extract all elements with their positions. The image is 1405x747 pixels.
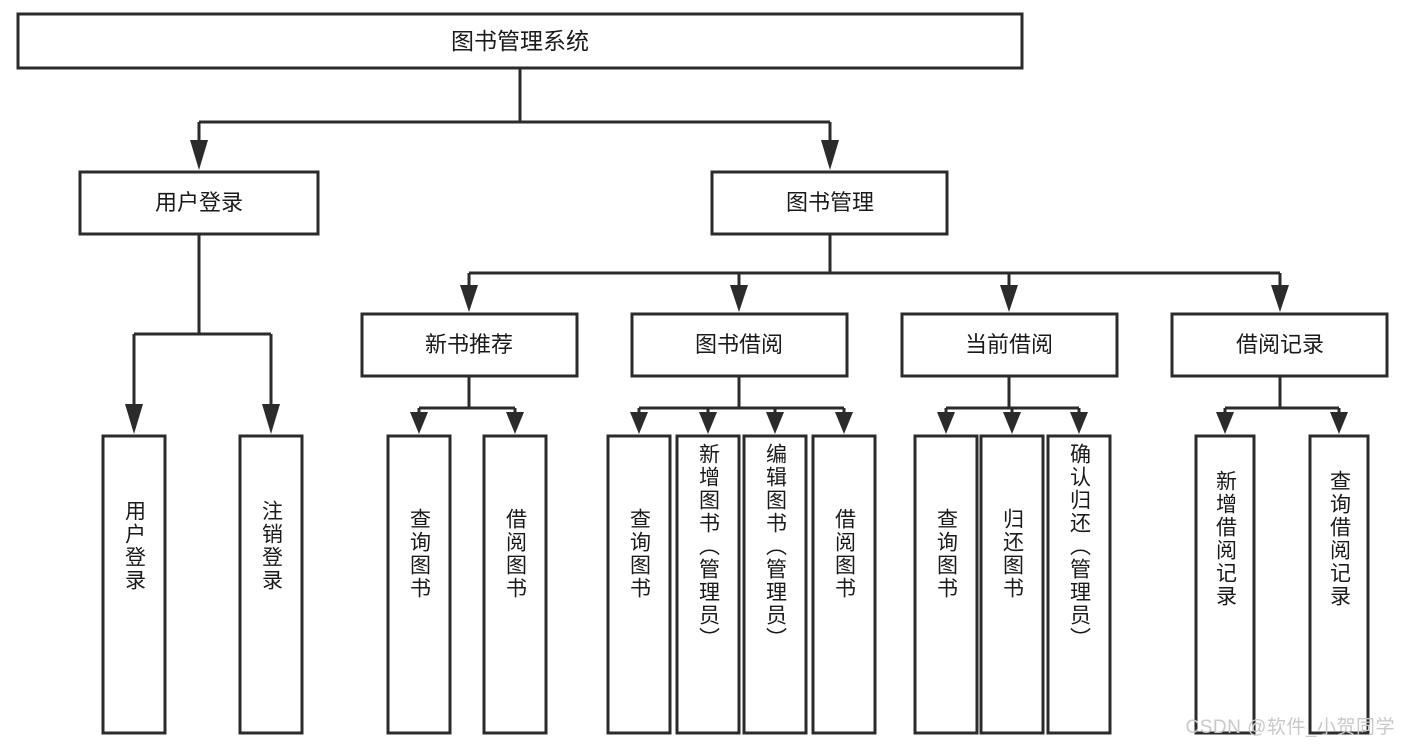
node-new-book-recommend-label: 新书推荐 — [425, 332, 513, 357]
leaf-query-book-2-box[interactable] — [606, 434, 672, 735]
arrow-head-leaf-add-record — [1216, 412, 1234, 434]
leaf-edit-book-box[interactable] — [742, 434, 808, 735]
leaf-add-record-box[interactable] — [1194, 434, 1256, 735]
arrow-head-leaf-user-login — [125, 404, 143, 434]
node-root-box[interactable] — [16, 12, 1024, 70]
leaf-confirm-return-box[interactable] — [1046, 434, 1112, 735]
node-borrow-record-box[interactable] — [1170, 312, 1389, 378]
arrow-head-leaf-borrow-book-2 — [835, 412, 853, 434]
arrow-head-leaf-return-book — [1003, 412, 1021, 434]
arrow-head-leaf-query-book-3 — [937, 412, 955, 434]
leaf-query-record-box[interactable] — [1308, 434, 1370, 735]
leaf-layer — [101, 434, 1370, 735]
leaf-query-book-3-box[interactable] — [913, 434, 979, 735]
node-book-borrow[interactable]: 图书借阅 — [630, 312, 849, 378]
leaf-add-book-box[interactable] — [675, 434, 741, 735]
node-book-manage-label: 图书管理 — [786, 190, 874, 215]
leaf-query-book-1-box[interactable] — [386, 434, 452, 735]
node-book-manage-box[interactable] — [710, 170, 949, 236]
node-user-login[interactable]: 用户登录 — [78, 170, 320, 236]
node-current-borrow-label: 当前借阅 — [965, 332, 1053, 357]
node-borrow-record[interactable]: 借阅记录 — [1170, 312, 1389, 378]
arrow-head-current-borrow — [1000, 285, 1018, 312]
leaf-borrow-book-1-box[interactable] — [482, 434, 548, 735]
arrow-head-new-book-recommend — [460, 285, 478, 312]
arrow-head-leaf-query-record — [1330, 412, 1348, 434]
node-current-borrow-box[interactable] — [900, 312, 1119, 378]
connector-layer — [125, 68, 1348, 434]
csdn-watermark: CSDN @软件_小贺同学 — [1185, 717, 1395, 738]
node-current-borrow[interactable]: 当前借阅 — [900, 312, 1119, 378]
node-root[interactable]: 图书管理系统 — [16, 12, 1024, 70]
arrow-head-user-login — [190, 140, 208, 170]
node-book-borrow-label: 图书借阅 — [695, 332, 783, 357]
leaf-borrow-book-2-box[interactable] — [811, 434, 877, 735]
arrow-head-leaf-logout-login — [262, 404, 280, 434]
arrow-head-book-manage — [821, 140, 839, 170]
arrow-head-leaf-edit-book — [766, 412, 784, 434]
node-book-manage[interactable]: 图书管理 — [710, 170, 949, 236]
arrow-head-borrow-record — [1271, 285, 1289, 312]
node-new-book-recommend-box[interactable] — [360, 312, 579, 378]
node-user-login-box[interactable] — [78, 170, 320, 236]
arrow-head-book-borrow — [730, 285, 748, 312]
leaf-user-login-box[interactable] — [101, 434, 167, 735]
node-user-login-label: 用户登录 — [155, 190, 243, 215]
node-root-label: 图书管理系统 — [451, 28, 589, 54]
node-new-book-recommend[interactable]: 新书推荐 — [360, 312, 579, 378]
leaf-logout-login-box[interactable] — [238, 434, 304, 735]
arrow-head-leaf-confirm-return — [1070, 412, 1088, 434]
arrow-head-leaf-query-book-1 — [410, 412, 428, 434]
node-book-borrow-box[interactable] — [630, 312, 849, 378]
arrow-head-leaf-query-book-2 — [630, 412, 648, 434]
arrow-head-leaf-add-book — [699, 412, 717, 434]
node-borrow-record-label: 借阅记录 — [1236, 332, 1324, 357]
leaf-return-book-box[interactable] — [979, 434, 1045, 735]
arrow-head-leaf-borrow-book-1 — [506, 412, 524, 434]
